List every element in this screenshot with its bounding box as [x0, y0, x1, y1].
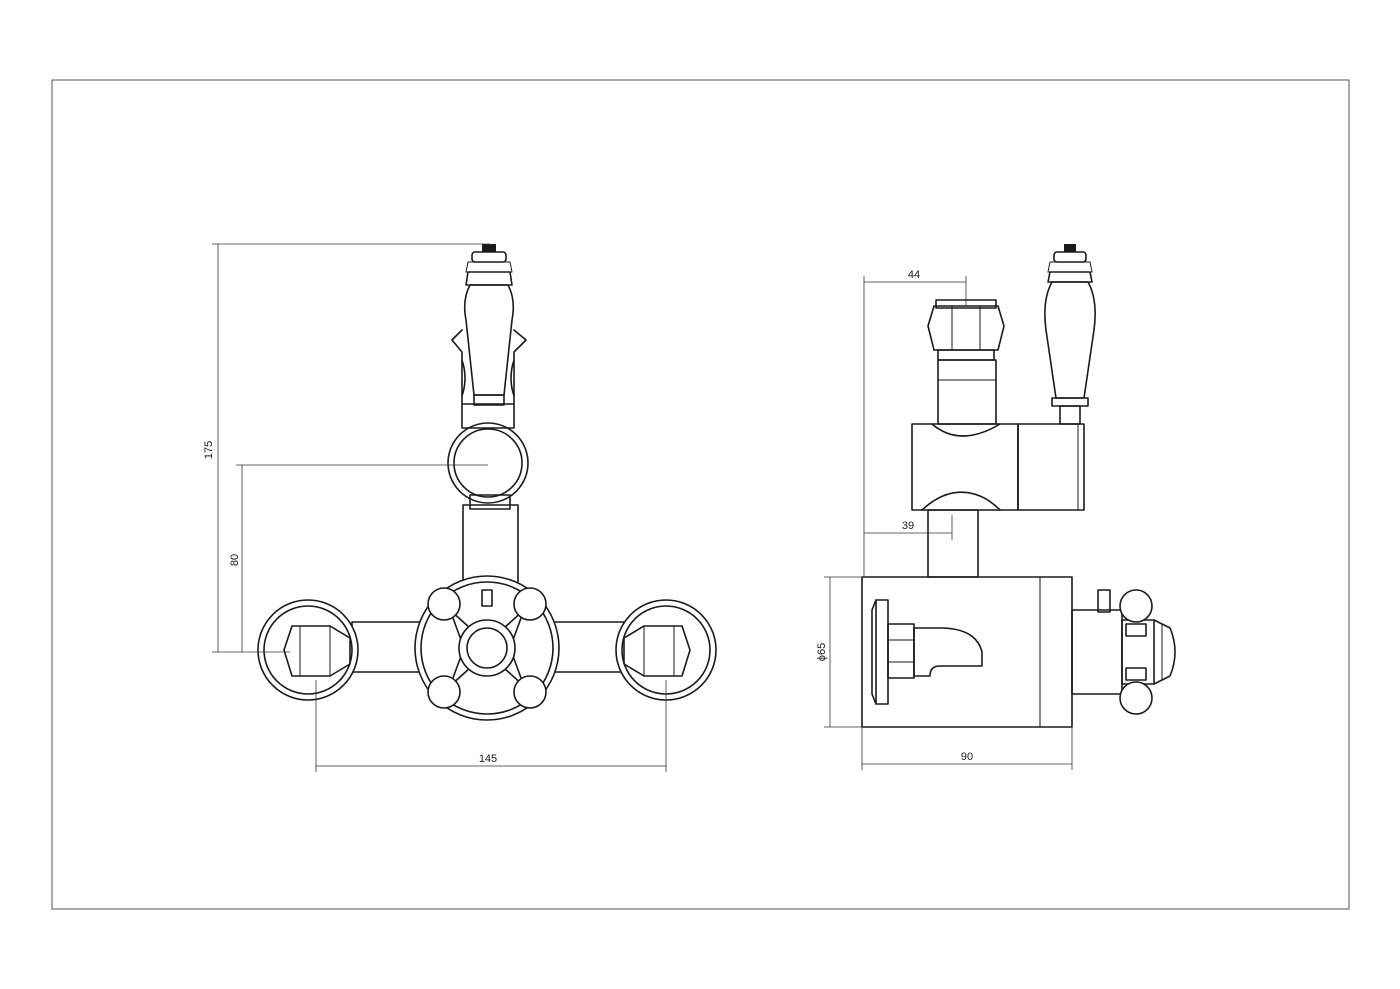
- side-wall-flange: [875, 599, 889, 705]
- side-valve-upper-curve: [931, 423, 1001, 437]
- front-right-nut-edges: [643, 626, 675, 676]
- dim-top-offset: 44: [908, 269, 920, 281]
- front-left-lug: [451, 329, 463, 405]
- side-lever-button: [1064, 244, 1076, 252]
- side-lever-spindle: [1059, 405, 1081, 425]
- side-lever-ring: [1047, 261, 1093, 273]
- side-valve-lower-curve: [921, 491, 1001, 511]
- front-left-nut-edges: [299, 626, 331, 676]
- front-view: [257, 244, 717, 721]
- dim-overall-height: 175: [203, 441, 215, 459]
- front-lever-handle: [463, 284, 515, 396]
- side-flange-edge: [871, 599, 877, 705]
- side-crosshead-ball-bottom: [1119, 681, 1153, 715]
- front-riser-pipe: [462, 504, 519, 586]
- side-crosshead-arm-bottom: [1125, 667, 1147, 681]
- front-outlet-disc-inner: [453, 428, 523, 498]
- side-lever-handle: [1044, 281, 1096, 399]
- front-crosshead-ball-tr: [513, 587, 547, 621]
- dim-outlet-offset: 39: [902, 520, 914, 532]
- front-valve-neck: [461, 403, 515, 429]
- front-control-backplate-inner: [420, 581, 554, 715]
- side-control-stop: [1097, 589, 1111, 613]
- front-body-curves: [461, 359, 515, 397]
- front-outlet-disc-outer: [447, 422, 529, 504]
- front-lever-cap: [465, 271, 513, 286]
- front-crosshead-ball-tl: [427, 587, 461, 621]
- front-right-union-nut: [623, 625, 691, 677]
- front-dimensions: 175 80 145: [203, 243, 667, 772]
- drawing-frame: [51, 79, 1350, 910]
- dim-inlet-centres: 145: [479, 753, 497, 765]
- side-valve-neck: [937, 359, 997, 425]
- front-left-flange-inner: [263, 605, 353, 695]
- dim-projection-depth: 90: [961, 751, 973, 763]
- front-outlet-collar: [469, 494, 511, 510]
- front-crosshead-stop: [481, 589, 493, 607]
- front-lever-top: [471, 251, 507, 263]
- side-hex-base: [937, 349, 995, 361]
- side-control-body: [1071, 609, 1123, 695]
- side-dimensions: 44 39 ϕ65 90: [816, 269, 1073, 770]
- side-crosshead-arm-top: [1125, 623, 1147, 637]
- front-left-flange-outer: [257, 599, 359, 701]
- dim-outlet-height: 80: [229, 554, 241, 566]
- dim-body-diameter: ϕ65: [816, 643, 828, 661]
- front-right-lug: [513, 329, 527, 405]
- side-lever-collar: [1051, 397, 1089, 407]
- front-left-union-nut: [283, 625, 351, 677]
- front-crosshead-hub-inner: [466, 627, 508, 669]
- side-crosshead-ball-top: [1119, 589, 1153, 623]
- side-riser-pipe: [927, 509, 979, 578]
- side-valve-body: [911, 423, 1019, 511]
- side-lever-cap: [1047, 271, 1093, 283]
- front-crosshead-ball-br: [513, 675, 547, 709]
- front-lever-ring: [465, 261, 513, 273]
- front-crosshead-ball-bl: [427, 675, 461, 709]
- side-outlet-cylinder: [1017, 423, 1085, 511]
- side-union-nut: [887, 623, 915, 679]
- side-hex-nut: [927, 305, 1005, 351]
- side-lever-top: [1053, 251, 1087, 263]
- side-view: [861, 244, 1176, 728]
- side-elbow: [913, 627, 983, 677]
- side-control-knob: [1153, 619, 1176, 685]
- front-lever-button: [482, 244, 496, 252]
